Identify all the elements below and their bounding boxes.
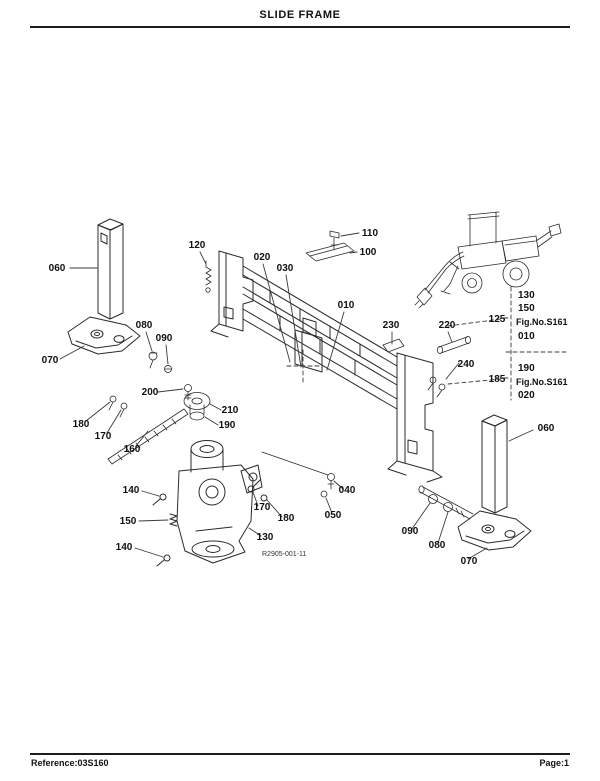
reference-dashed-lines [286, 286, 567, 401]
callout-200: 200 [142, 387, 159, 398]
fig-ref-item: 130 [518, 290, 535, 301]
drawing-number: R2905-001-11 [262, 551, 306, 558]
left-slide-post [97, 218, 124, 320]
callout-130: 130 [257, 532, 274, 543]
left-foot-bracket [67, 316, 141, 355]
callout-140-b: 140 [116, 542, 133, 553]
footer-page-number: Page:1 [539, 758, 569, 768]
callout-240: 240 [458, 359, 475, 370]
callout-070-b: 070 [461, 556, 478, 567]
callout-110: 110 [362, 228, 379, 239]
callout-080: 080 [136, 320, 153, 331]
footer-rule [30, 753, 570, 755]
footer-reference: Reference:03S160 [31, 758, 109, 768]
callout-labels: 060 070 080 090 180 170 160 200 120 020 … [42, 228, 555, 567]
page-title: SLIDE FRAME [259, 9, 341, 21]
callout-070: 070 [42, 355, 59, 366]
callout-140: 140 [123, 485, 140, 496]
callout-170: 170 [95, 431, 112, 442]
fig-ref-item: 190 [518, 363, 535, 374]
callout-170-b: 170 [254, 502, 271, 513]
fig-ref-side-125: 125 [489, 314, 506, 325]
right-slide-post [481, 414, 508, 514]
fig-ref-item: 020 [518, 390, 535, 401]
callout-180: 180 [73, 419, 90, 430]
callout-090-b: 090 [402, 526, 419, 537]
callout-080-b: 080 [429, 540, 446, 551]
callout-210: 210 [222, 405, 239, 416]
fig-reference-group-1: 125 130 150 Fig.No.S161 010 [489, 290, 568, 342]
callout-220: 220 [439, 320, 456, 331]
header-rule [30, 26, 570, 28]
callout-100: 100 [360, 247, 377, 258]
fig-ref-item: 010 [518, 331, 535, 342]
right-foot-bracket [457, 510, 532, 551]
callout-020: 020 [254, 252, 271, 263]
leader-lines [59, 232, 534, 560]
callout-010: 010 [338, 300, 355, 311]
fig-ref-side-185: 185 [489, 374, 506, 385]
callout-180-b: 180 [278, 513, 295, 524]
swivel-bracket [152, 440, 268, 567]
fig-ref-label: Fig.No.S161 [516, 377, 568, 387]
callout-040: 040 [339, 485, 356, 496]
callout-090: 090 [156, 333, 173, 344]
callout-190: 190 [219, 420, 236, 431]
fig-ref-label: Fig.No.S161 [516, 317, 568, 327]
machine-reference-art [414, 211, 562, 309]
callout-050: 050 [325, 510, 342, 521]
callout-060: 060 [49, 263, 66, 274]
fastener-hardware [107, 230, 474, 520]
slide-frame-assembly [210, 250, 443, 483]
callout-120: 120 [189, 240, 206, 251]
callout-230: 230 [383, 320, 400, 331]
callout-160: 160 [124, 444, 141, 455]
callout-150: 150 [120, 516, 137, 527]
fig-reference-group-2: 185 190 Fig.No.S161 020 [489, 363, 568, 401]
fig-ref-item: 150 [518, 303, 535, 314]
callout-060-b: 060 [538, 423, 555, 434]
callout-030: 030 [277, 263, 294, 274]
